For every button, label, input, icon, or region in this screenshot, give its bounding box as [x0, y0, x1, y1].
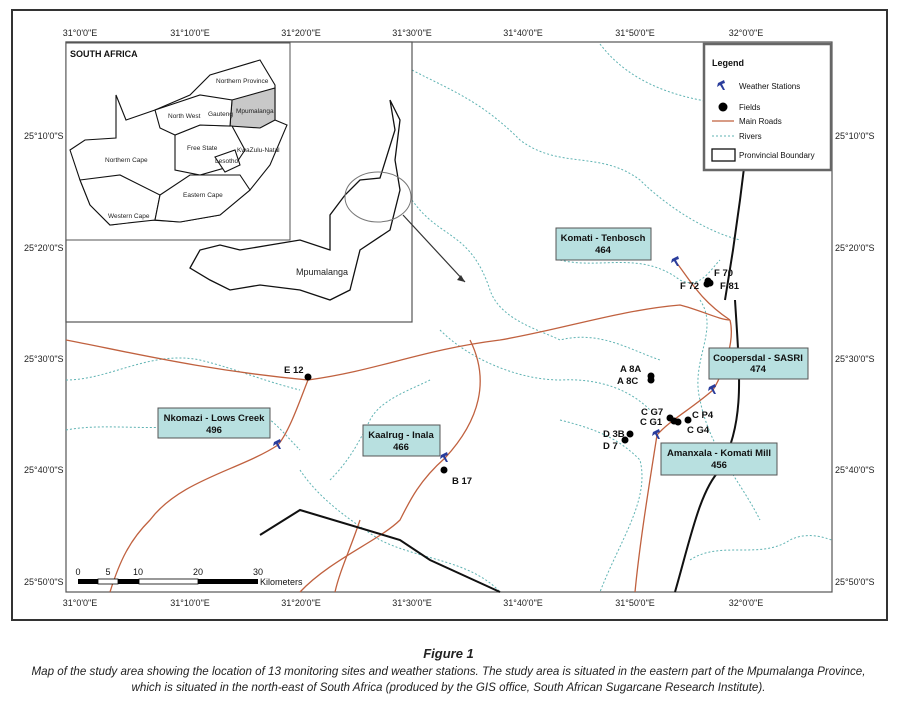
lon-label-top: 31°30'0"E: [392, 28, 432, 38]
station-number: 466: [393, 442, 409, 453]
lon-label-top: 31°10'0"E: [170, 28, 210, 38]
latitude-labels: 25°10'0"S 25°20'0"S 25°30'0"S 25°40'0"S …: [24, 131, 875, 587]
field-markers: [304, 277, 714, 474]
province-label: KwaZulu-Natal: [237, 147, 280, 154]
legend-title: Legend: [712, 58, 744, 68]
province-label: North West: [168, 113, 201, 120]
lon-label-top: 31°50'0"E: [615, 28, 655, 38]
field-label: C P4: [692, 410, 714, 421]
field-label: C G1: [640, 417, 663, 428]
field-icon: [718, 102, 728, 112]
province-labels: Northern Province North West Gauteng Mpu…: [105, 78, 280, 220]
province-label: Eastern Cape: [183, 192, 223, 199]
figure-caption: Map of the study area showing the locati…: [31, 665, 866, 694]
province-label: Mpumalanga: [236, 108, 274, 115]
lon-label-bottom: 31°20'0"E: [281, 598, 321, 608]
weather-station-icon: [671, 256, 679, 266]
field-labels: F 70 F 72 F 81 A 8A A 8C C G7 C G1 C P4 …: [284, 268, 740, 487]
lat-label-left: 25°40'0"S: [24, 465, 64, 475]
scale-tick: 30: [253, 567, 263, 577]
lat-label-right: 25°50'0"S: [835, 577, 875, 587]
scale-tick: 5: [105, 567, 110, 577]
field-label: D 7: [603, 441, 618, 452]
station-number: 464: [595, 245, 612, 256]
lat-label-left: 25°50'0"S: [24, 577, 64, 587]
province-label: Northern Cape: [105, 157, 148, 164]
legend-item: Weather Stations: [739, 82, 800, 91]
figure-title: Figure 1: [423, 646, 474, 661]
rivers: [65, 43, 833, 593]
international-border: [259, 508, 501, 593]
lat-label-right: 25°40'0"S: [835, 465, 875, 475]
station-labels: Komati - Tenbosch 464 Coopersdal - SASRI…: [157, 227, 809, 476]
lon-label-bottom: 32°0'0"E: [729, 598, 764, 608]
lon-label-top: 31°0'0"E: [63, 28, 98, 38]
legend-item: Fields: [739, 103, 760, 112]
lat-label-left: 25°10'0"S: [24, 131, 64, 141]
field-label: C G4: [687, 425, 710, 436]
scale-tick: 10: [133, 567, 143, 577]
lon-label-top: 31°20'0"E: [281, 28, 321, 38]
legend: Legend Weather Stations Fields Main Road…: [702, 42, 833, 172]
field-label: B 17: [452, 476, 472, 487]
station-name: Komati - Tenbosch: [561, 233, 646, 244]
station-number: 496: [206, 425, 222, 436]
province-label: Lesotho: [215, 158, 239, 165]
lon-label-bottom: 31°0'0"E: [63, 598, 98, 608]
mpumalanga-outline: [189, 99, 401, 301]
province-label: Northern Province: [216, 78, 269, 85]
lat-label-left: 25°30'0"S: [24, 354, 64, 364]
lat-label-left: 25°20'0"S: [24, 243, 64, 253]
provincial-boundary-north: [724, 159, 746, 301]
lon-label-bottom: 31°50'0"E: [615, 598, 655, 608]
lon-label-bottom: 31°40'0"E: [503, 598, 543, 608]
arrowhead-icon: [457, 275, 465, 282]
province-label: Gauteng: [208, 111, 233, 118]
lat-label-right: 25°20'0"S: [835, 243, 875, 253]
province-label: Western Cape: [108, 213, 150, 220]
weather-station-icon: [273, 439, 281, 449]
field-label: C G7: [641, 407, 663, 418]
scale-bar: 0 5 10 20 30 Kilometers: [75, 567, 303, 587]
station-name: Amanxala - Komati Mill: [667, 448, 771, 459]
weather-station-icon: [440, 452, 448, 462]
field-label: F 72: [680, 281, 699, 292]
field-label: F 81: [720, 281, 740, 292]
lon-label-top: 31°40'0"E: [503, 28, 543, 38]
lat-label-right: 25°10'0"S: [835, 131, 875, 141]
station-number: 456: [711, 460, 727, 471]
mpumalanga-label: Mpumalanga: [296, 267, 348, 277]
scale-tick: 20: [193, 567, 203, 577]
weather-station-icon: [717, 80, 725, 90]
study-area-ellipse: [344, 171, 412, 223]
inset-title: SOUTH AFRICA: [70, 49, 138, 59]
longitude-labels: 31°0'0"E 31°10'0"E 31°20'0"E 31°30'0"E 3…: [63, 28, 764, 608]
lat-label-right: 25°30'0"S: [835, 354, 875, 364]
field-label: D 3B: [603, 429, 625, 440]
weather-station-icon: [652, 429, 660, 439]
legend-item: Rivers: [739, 132, 762, 141]
field-label: A 8A: [620, 364, 641, 375]
south-africa-provinces: [69, 59, 288, 226]
boundary-swatch: [711, 148, 736, 162]
station-name: Coopersdal - SASRI: [713, 353, 803, 364]
lon-label-bottom: 31°30'0"E: [392, 598, 432, 608]
scale-unit: Kilometers: [260, 577, 303, 587]
station-number: 474: [750, 364, 767, 375]
station-name: Kaalrug - Inala: [368, 430, 434, 441]
study-area-map: Mpumalanga SOUTH AFRICA Northern Provinc…: [11, 9, 888, 621]
province-label: Free State: [187, 145, 218, 152]
station-name: Nkomazi - Lows Creek: [164, 413, 266, 424]
field-label: A 8C: [617, 376, 638, 387]
weather-station-icon: [708, 384, 716, 394]
lon-label-top: 32°0'0"E: [729, 28, 764, 38]
lon-label-bottom: 31°10'0"E: [170, 598, 210, 608]
field-label: F 70: [714, 268, 733, 279]
scale-tick: 0: [75, 567, 80, 577]
pointer-arrow: [402, 214, 466, 283]
legend-item: Pronvincial Boundary: [739, 151, 815, 160]
field-label: E 12: [284, 365, 304, 376]
station-markers: [273, 256, 716, 462]
legend-item: Main Roads: [739, 117, 782, 126]
